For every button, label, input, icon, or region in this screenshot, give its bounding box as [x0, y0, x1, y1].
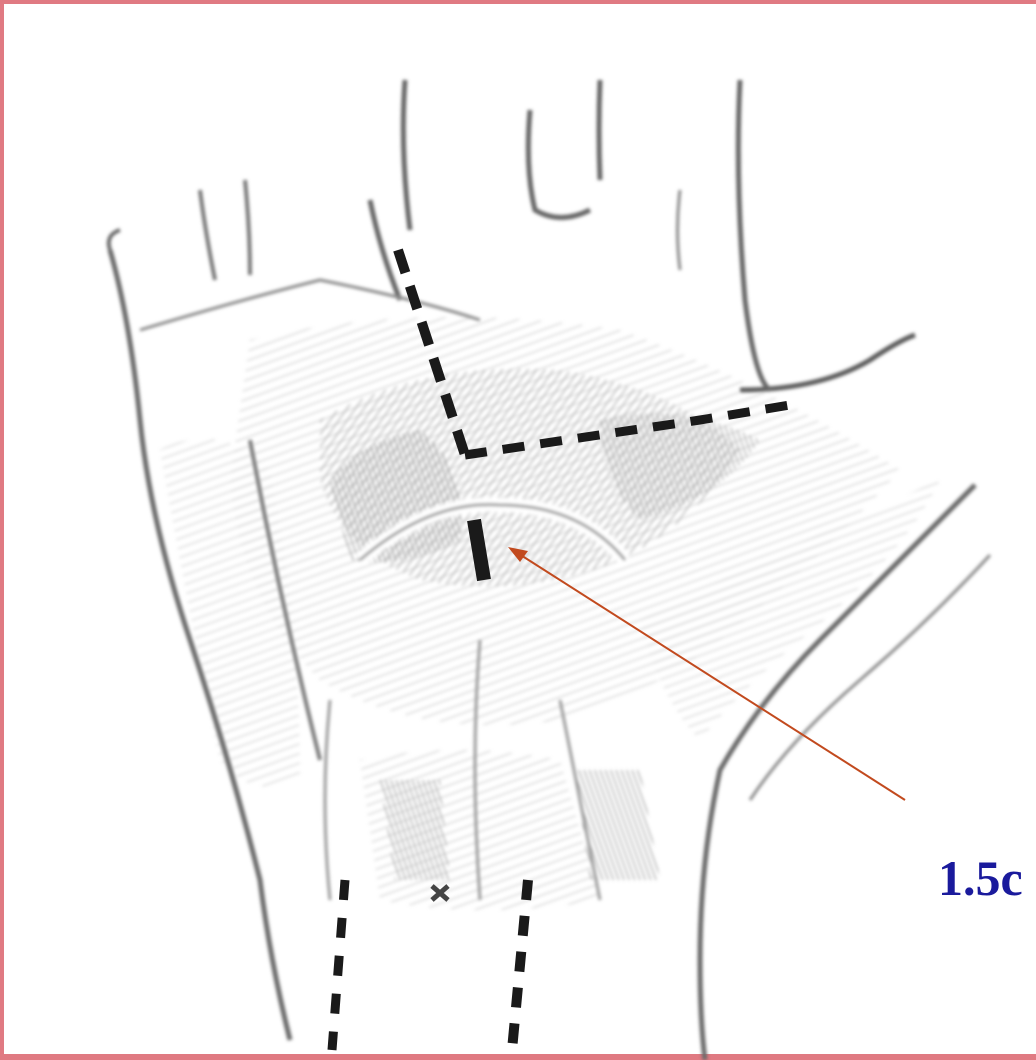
finger-little	[200, 180, 250, 280]
incision-forearm-left	[332, 880, 345, 1050]
callout-label: 1.5c	[938, 848, 1023, 908]
finger-middle	[528, 80, 600, 218]
tendon-right-dark	[575, 770, 660, 880]
incision-central-solid	[474, 520, 484, 580]
hand-outline-radial	[740, 335, 915, 390]
finger-index	[738, 80, 770, 390]
